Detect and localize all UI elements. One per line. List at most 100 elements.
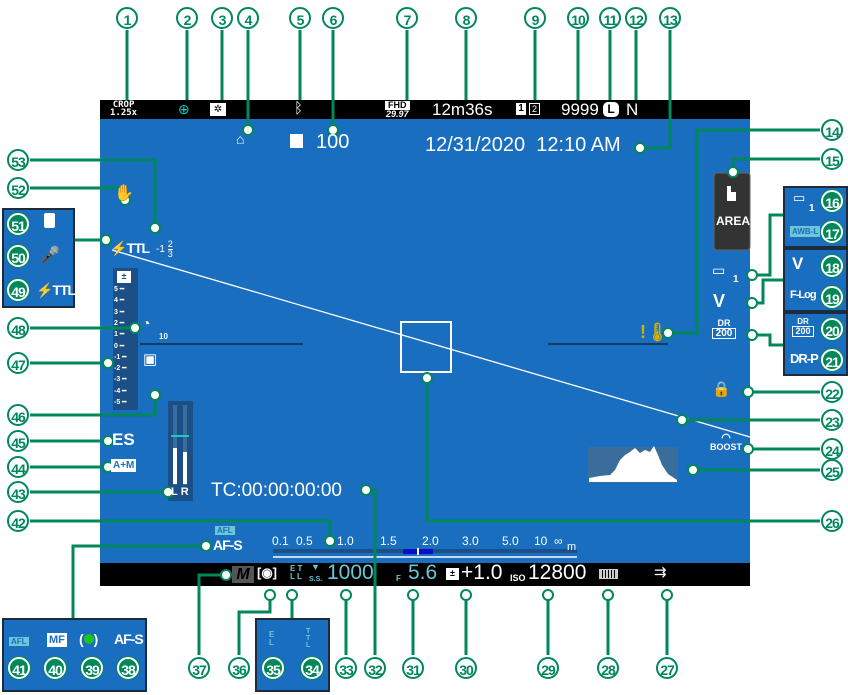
callout-43: 43 bbox=[7, 481, 29, 503]
battery-icon bbox=[599, 569, 618, 579]
callout-31: 31 bbox=[402, 657, 424, 679]
callout-29: 29 bbox=[537, 657, 559, 679]
callout-6: 6 bbox=[322, 7, 344, 29]
dr-priority-label: DR-P bbox=[790, 351, 819, 366]
afl-label: AFL bbox=[9, 637, 29, 646]
is-mode-icon: ✋ bbox=[114, 185, 134, 202]
top-info-bar bbox=[100, 100, 750, 119]
aperture: 5.6 bbox=[408, 561, 438, 584]
zoom-icon: ⊕ bbox=[178, 101, 190, 117]
exposure-scale-tick: 3 ━ bbox=[114, 308, 125, 316]
flash-comp-den: 3 bbox=[167, 249, 173, 259]
callout-27: 27 bbox=[656, 657, 678, 679]
callout-10: 10 bbox=[567, 7, 589, 29]
record-time: 12m36s bbox=[432, 100, 493, 119]
inset-box-focus bbox=[2, 618, 147, 692]
audio-right: R bbox=[180, 486, 189, 498]
callout-49: 49 bbox=[7, 279, 29, 301]
bluetooth-icon: ᛒ bbox=[294, 100, 304, 117]
flash-mode: ⚡TTL bbox=[110, 240, 150, 256]
shutter-speed: 1000 bbox=[327, 561, 374, 584]
frame-rate: 29.97 bbox=[385, 109, 409, 119]
exposure-scale-tick: 0 ━ bbox=[114, 342, 125, 350]
wb-auto-label: AWB-L bbox=[790, 226, 821, 237]
dual-is-mode: A+M bbox=[111, 459, 137, 472]
exposure-scale-tick: -5 ━ bbox=[114, 399, 127, 406]
dr-label: DR bbox=[717, 318, 731, 328]
callout-48: 48 bbox=[7, 317, 29, 339]
distance-scale-label: 1.5 bbox=[380, 534, 397, 548]
callout-14: 14 bbox=[821, 119, 843, 141]
callout-3: 3 bbox=[211, 7, 233, 29]
flash-comp-num: 2 bbox=[167, 239, 173, 250]
callout-47: 47 bbox=[7, 352, 29, 374]
shutter-type: ES bbox=[112, 430, 135, 449]
callout-7: 7 bbox=[396, 7, 418, 29]
distance-scale-label: 2.0 bbox=[422, 534, 439, 548]
transfer-count: 100 bbox=[316, 131, 350, 153]
callout-5: 5 bbox=[289, 7, 311, 29]
flash-inset: ⚡TTL bbox=[36, 282, 76, 298]
aperture-label: F bbox=[396, 574, 401, 583]
focus-mode: AF-S bbox=[213, 537, 243, 553]
focus-indicator: () bbox=[79, 631, 99, 647]
image-transfer-icon bbox=[290, 134, 303, 148]
exposure-scale-tick: -2 ━ bbox=[114, 365, 127, 373]
focus-distance-indicator bbox=[417, 548, 419, 555]
focus-frame bbox=[400, 321, 452, 373]
distance-unit: m bbox=[567, 541, 577, 553]
timecode: TC:00:00:00:00 bbox=[211, 480, 342, 501]
wb-inset-icon: ▭ bbox=[793, 190, 806, 205]
callout-17: 17 bbox=[821, 221, 843, 243]
self-timer-icon: ◔ bbox=[142, 315, 151, 331]
touch-icon bbox=[727, 186, 736, 201]
white-balance-icon: ▭ bbox=[712, 262, 726, 278]
callout-40: 40 bbox=[44, 657, 66, 679]
dr-inset-value: 200 bbox=[792, 326, 814, 337]
exposure-scale-tick: 2 ━ bbox=[114, 319, 125, 327]
crop-value: 1.25x bbox=[110, 108, 138, 118]
dynamic-range: DR 200 bbox=[712, 319, 736, 339]
wb-inset-value: 1 bbox=[809, 203, 815, 214]
callout-39: 39 bbox=[81, 657, 103, 679]
callout-15: 15 bbox=[821, 148, 843, 170]
ttl-lock-label: T T L bbox=[306, 628, 311, 649]
boost-label: BOOST bbox=[710, 442, 743, 452]
callout-46: 46 bbox=[7, 404, 29, 426]
callout-1: 1 bbox=[116, 7, 138, 29]
callout-35: 35 bbox=[262, 657, 284, 679]
exposure-scale-tick: 1 ━ bbox=[114, 331, 125, 339]
callout-4: 4 bbox=[237, 7, 259, 29]
flash-comp-whole: -1 bbox=[156, 244, 165, 256]
card-slot-secondary: 2 bbox=[529, 103, 540, 115]
callout-9: 9 bbox=[524, 7, 546, 29]
exposure-scale-tick: -4 ━ bbox=[114, 387, 127, 395]
lock-icon: 🔒 bbox=[712, 381, 731, 398]
metering-icon: [◉] bbox=[257, 565, 278, 580]
focus-lock: AFL bbox=[215, 526, 235, 535]
exposure-compensation: +1.0 bbox=[461, 561, 503, 584]
callout-8: 8 bbox=[455, 7, 477, 29]
date-time: 12/31/2020 12:10 AM bbox=[425, 134, 621, 156]
callout-30: 30 bbox=[455, 657, 477, 679]
film-simulation-icon: V bbox=[713, 291, 726, 311]
distance-scale-label: 10 bbox=[534, 534, 548, 548]
flash-mode-label: TTL bbox=[126, 240, 150, 256]
microphone-icon: 🎤 bbox=[40, 247, 60, 264]
callout-25: 25 bbox=[821, 459, 843, 481]
exposure-mode: M bbox=[232, 566, 254, 583]
dr-inset-label: DR bbox=[797, 317, 809, 326]
audio-left: L bbox=[171, 486, 178, 498]
callout-41: 41 bbox=[8, 657, 30, 679]
callout-24: 24 bbox=[821, 438, 843, 460]
callout-16: 16 bbox=[821, 190, 843, 212]
frames-remaining: 9999 bbox=[561, 100, 599, 119]
touch-mode-label: AREA bbox=[716, 214, 751, 228]
callout-37: 37 bbox=[188, 657, 210, 679]
crop-label: CROP bbox=[112, 100, 135, 110]
callout-33: 33 bbox=[335, 657, 357, 679]
mf-label: MF bbox=[47, 633, 67, 647]
afs-label: AF-S bbox=[114, 631, 144, 647]
callout-45: 45 bbox=[7, 430, 29, 452]
wb-value: 1 bbox=[733, 274, 739, 285]
